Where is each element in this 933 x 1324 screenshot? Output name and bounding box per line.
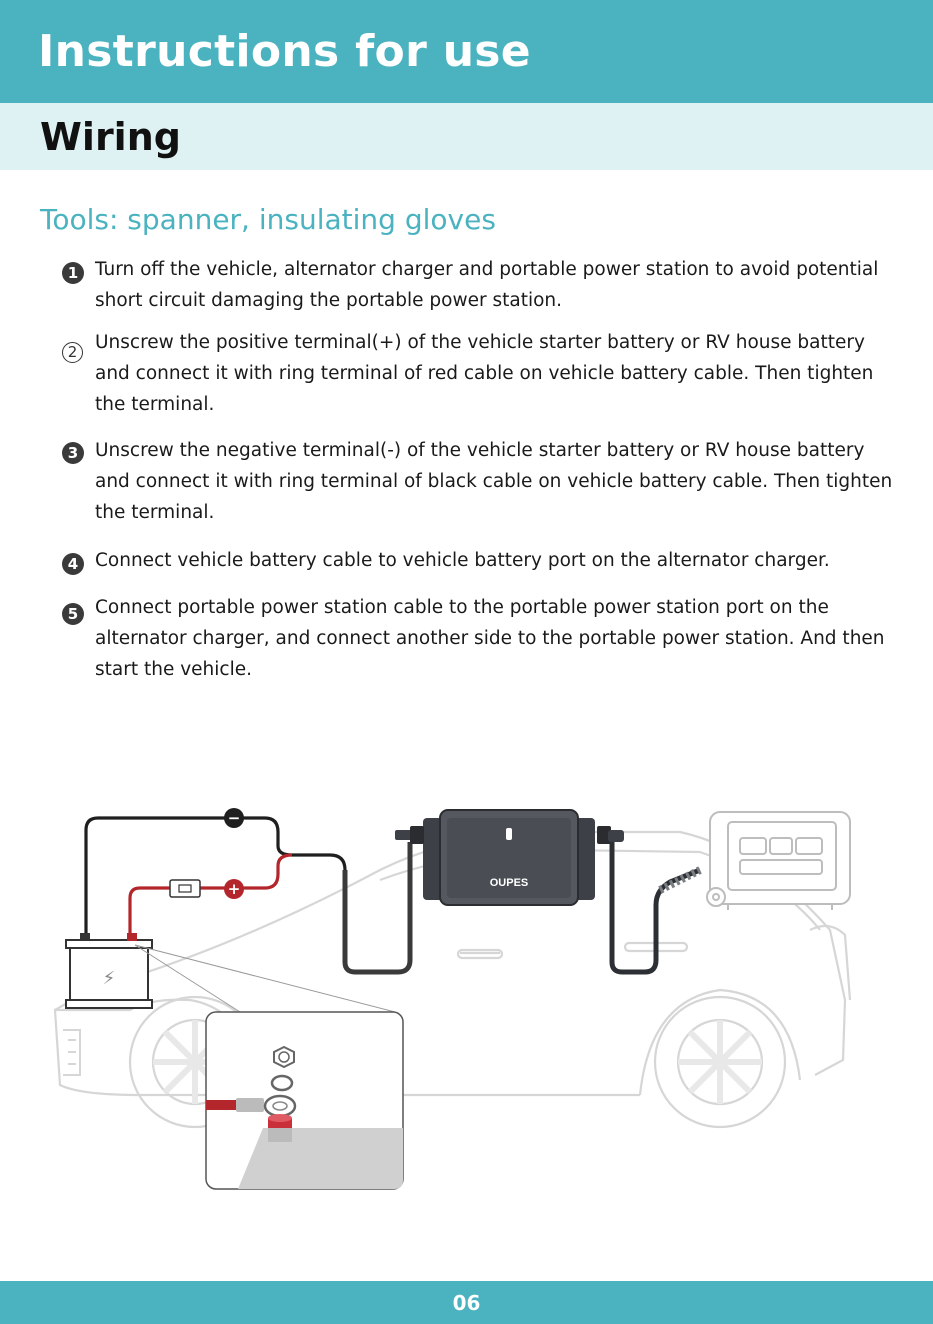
vehicle-battery: ⚡ <box>65 933 153 1009</box>
step-number: 4 <box>62 553 84 575</box>
positive-marker: + <box>224 879 244 899</box>
power-station-cable <box>609 842 701 975</box>
alternator-charger: OUPES <box>395 809 624 906</box>
step-text: Connect portable power station cable to … <box>95 597 885 680</box>
step-text: Connect vehicle battery cable to vehicle… <box>95 550 830 571</box>
footer-bar: 06 <box>0 1281 933 1324</box>
header-bar: Instructions for use <box>0 0 933 103</box>
car-bumper-illustration <box>63 1029 81 1076</box>
rear-wheel-illustration <box>653 995 787 1129</box>
portable-power-station <box>706 811 851 910</box>
step-number: 1 <box>62 262 84 284</box>
svg-text:−: − <box>228 809 241 827</box>
step-number: 2 <box>62 342 83 363</box>
step-number: 5 <box>62 603 84 625</box>
terminal-detail-callout <box>205 1011 404 1190</box>
red-battery-cable <box>128 853 293 940</box>
tools-heading: Tools: spanner, insulating gloves <box>40 203 496 236</box>
section-title: Wiring <box>40 115 181 159</box>
step-text: Turn off the vehicle, alternator charger… <box>95 259 879 311</box>
section-bar: Wiring <box>0 103 933 170</box>
wiring-diagram: − + ⚡ OUPES <box>53 808 852 1190</box>
step-text: Unscrew the negative terminal(-) of the … <box>95 440 893 523</box>
page-number: 06 <box>452 1291 481 1315</box>
svg-text:+: + <box>228 880 241 898</box>
battery-lightning-icon: ⚡ <box>103 968 116 989</box>
step-text: Unscrew the positive terminal(+) of the … <box>95 332 874 415</box>
step-number: 3 <box>62 442 84 464</box>
negative-marker: − <box>224 808 244 828</box>
charger-brand-label: OUPES <box>490 877 529 889</box>
inline-fuse <box>169 879 201 898</box>
page-title: Instructions for use <box>38 26 531 77</box>
